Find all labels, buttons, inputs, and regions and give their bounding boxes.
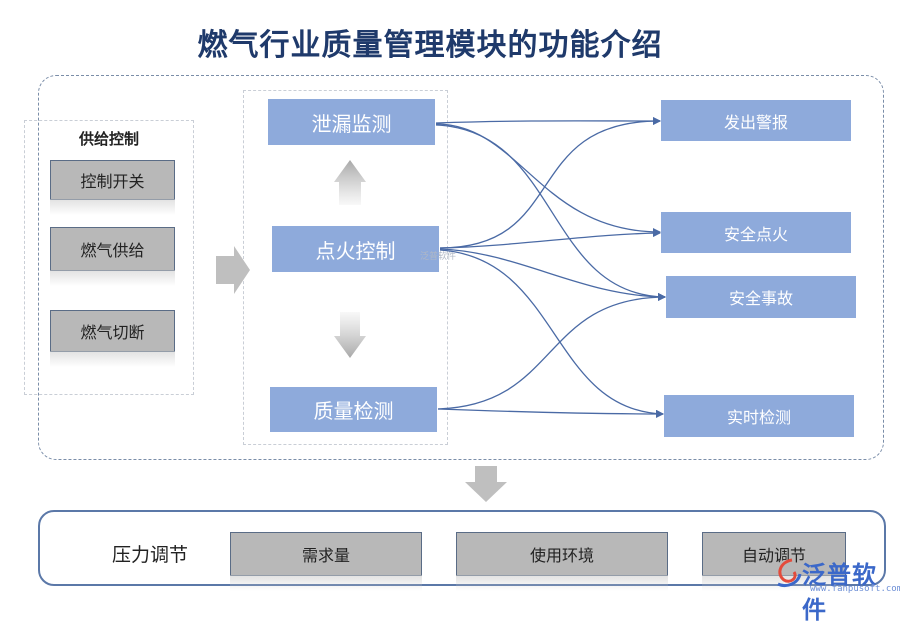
connector-leak-safe-ignition bbox=[435, 123, 661, 236]
supply-item-supply: 燃气供给 bbox=[50, 227, 175, 286]
logo-url: www.fanpusoft.com bbox=[810, 584, 900, 594]
connector-layer bbox=[216, 116, 666, 502]
main-frame bbox=[38, 75, 884, 460]
watermark-text: 泛普软件 bbox=[420, 252, 457, 262]
connector-ignition-safe-ignition bbox=[439, 229, 661, 249]
supply-group-frame bbox=[24, 120, 194, 395]
monitor-item-quality: 质量检测 bbox=[270, 387, 437, 432]
pressure-item-demand: 需求量 bbox=[230, 532, 422, 591]
connector-ignition-alarm bbox=[439, 117, 661, 249]
output-realtime-detection: 实时检测 bbox=[664, 395, 854, 437]
connector-quality-accident bbox=[437, 293, 666, 410]
connector-leak-accident bbox=[435, 124, 666, 301]
supply-item-cutoff: 燃气切断 bbox=[50, 310, 175, 367]
pressure-item-environment: 使用环境 bbox=[456, 532, 668, 591]
page-title: 燃气行业质量管理模块的功能介绍 bbox=[197, 28, 663, 63]
pressure-item-auto: 自动调节 bbox=[702, 532, 846, 591]
connector-quality-realtime bbox=[437, 408, 664, 418]
monitor-item-leak: 泄漏监测 bbox=[268, 99, 435, 145]
connector-leak-alarm bbox=[435, 116, 661, 125]
arrow-down-to-quality bbox=[334, 312, 366, 358]
connector-ignition-accident bbox=[439, 248, 666, 301]
pressure-label: 压力调节 bbox=[112, 544, 189, 566]
monitor-item-ignition: 点火控制 bbox=[272, 226, 439, 272]
connector-ignition-realtime bbox=[439, 249, 664, 418]
arrow-down-to-pressure bbox=[465, 466, 507, 502]
output-alarm: 发出警报 bbox=[661, 100, 851, 141]
arrow-right-to-monitor bbox=[216, 246, 250, 294]
logo-swirl-icon bbox=[777, 558, 802, 588]
supply-group-title: 供给控制 bbox=[78, 130, 139, 148]
brand-logo: 泛普软件 www.fanpusoft.com bbox=[772, 552, 900, 624]
arrow-up-to-leak bbox=[334, 160, 366, 205]
supply-item-switch: 控制开关 bbox=[50, 160, 175, 215]
output-safety-accident: 安全事故 bbox=[666, 276, 856, 318]
output-safe-ignition: 安全点火 bbox=[661, 212, 851, 253]
